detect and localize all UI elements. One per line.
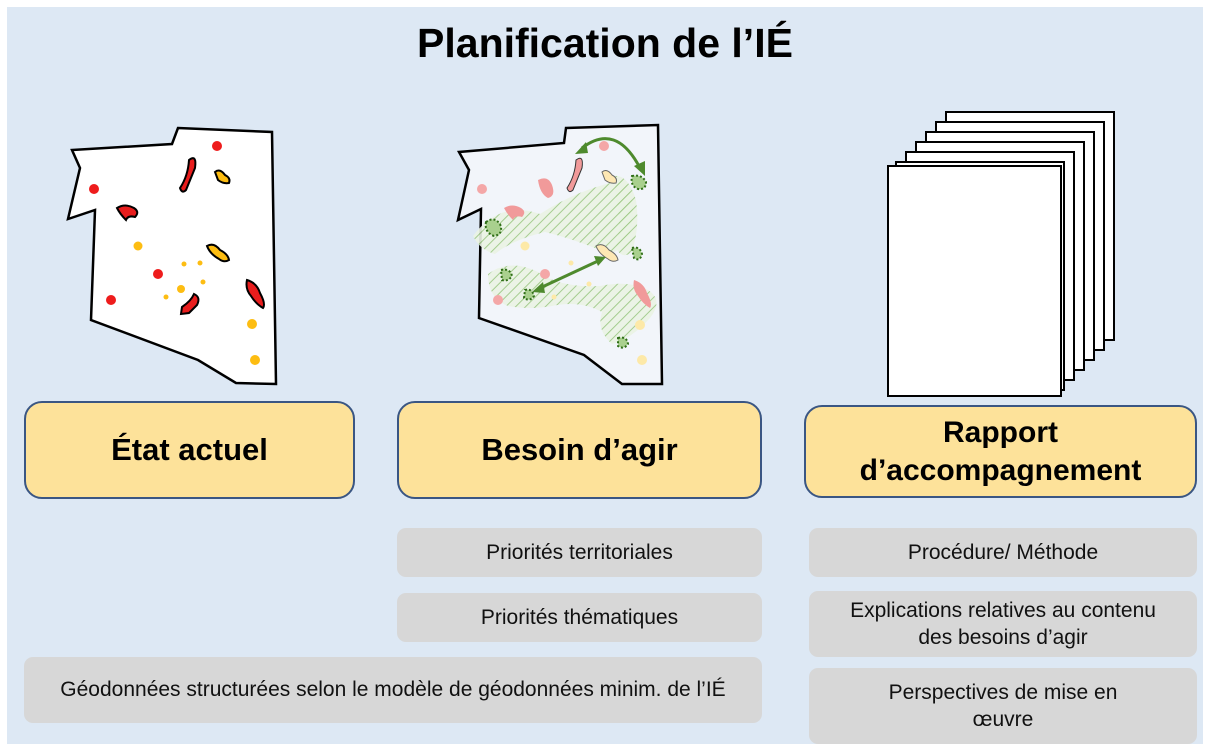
heading-besoin-agir-label: Besoin d’agir [481, 432, 678, 467]
item-procedure-methode: Procédure/ Méthode [809, 528, 1197, 577]
item-priorites-thematiques: Priorités thématiques [397, 593, 762, 642]
item-explications-label: Explications relatives au contenu des be… [850, 598, 1156, 649]
item-priorites-thematiques-label: Priorités thématiques [480, 605, 679, 629]
item-geodonnees: Géodonnées structurées selon le modèle d… [24, 657, 762, 723]
page-title: Planification de l’IÉ [417, 20, 793, 66]
heading-rapport: Rapport d’accompagnement [804, 405, 1197, 498]
heading-etat-actuel: État actuel [24, 401, 355, 499]
heading-besoin-agir: Besoin d’agir [397, 401, 762, 499]
item-explications: Explications relatives au contenu des be… [809, 591, 1197, 657]
item-perspectives: Perspectives de mise en œuvre [809, 668, 1197, 744]
heading-etat-actuel-label: État actuel [111, 432, 268, 467]
heading-rapport-line1: Rapport [943, 416, 1058, 449]
item-priorites-territoriales: Priorités territoriales [397, 528, 762, 577]
heading-rapport-line2: d’accompagnement [859, 453, 1142, 487]
item-perspectives-label: Perspectives de mise en œuvre [888, 680, 1118, 731]
item-priorites-territoriales-label: Priorités territoriales [486, 540, 673, 564]
item-geodonnees-label: Géodonnées structurées selon le modèle d… [60, 678, 726, 702]
item-procedure-methode-label: Procédure/ Méthode [907, 540, 1099, 564]
